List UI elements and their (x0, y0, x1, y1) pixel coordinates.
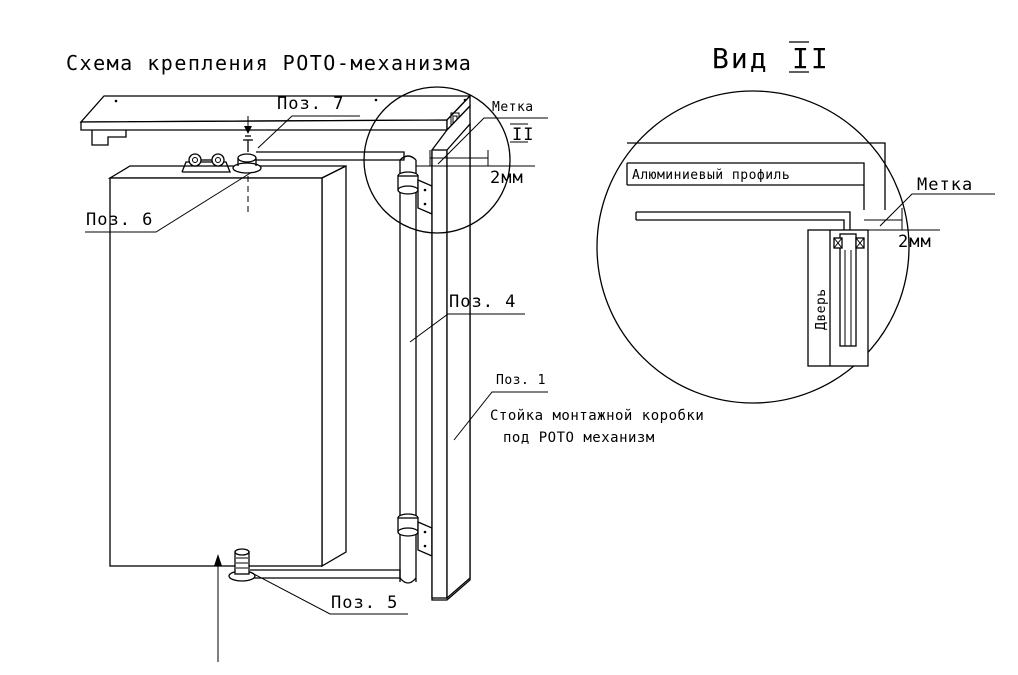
top-bracket-poz6 (181, 153, 262, 174)
detail-arm-inner (636, 219, 845, 230)
top-arm (243, 135, 405, 161)
detail-bushing-left-x2 (833, 237, 843, 249)
view-title: Вид (712, 42, 769, 75)
label-door: Дверь (814, 288, 829, 330)
label-stand-line1: Стойка монтажной коробки (490, 408, 704, 424)
detail-arm (636, 211, 851, 230)
label-metka-main: Метка (492, 100, 534, 115)
diagram-title: Схема крепления РОТО-механизма (66, 51, 472, 75)
detail-view: Алюминиевый профиль Дверь Метка 2мм (596, 90, 995, 404)
bottom-arm-poz5 (228, 548, 417, 584)
label-detail-metka: Метка (917, 175, 973, 195)
label-poz4: Поз. 4 (449, 292, 516, 312)
profile-inner-outline (627, 162, 865, 210)
detail-view-circle (596, 90, 910, 404)
label-poz5: Поз. 5 (331, 593, 398, 613)
label-poz6: Поз. 6 (86, 210, 153, 230)
roto-axis-pole-poz4 (397, 155, 433, 582)
label-metka-numeral: II (512, 125, 534, 145)
label-detail-gap: 2мм (898, 232, 932, 252)
detail-metka-leader (879, 193, 995, 227)
profile-outline (627, 142, 886, 210)
label-poz7: Поз. 7 (277, 94, 344, 114)
door-panel (107, 164, 347, 568)
label-gap-main: 2мм (490, 168, 524, 188)
label-aluminium-profile: Алюминиевый профиль (632, 168, 790, 183)
top-profile (79, 94, 472, 146)
detail-callout-circle (363, 86, 511, 234)
axis-lines (214, 116, 252, 662)
label-poz1: Поз. 1 (496, 373, 546, 388)
detail-door (807, 229, 869, 367)
leader-lines (85, 115, 548, 615)
detail-bushing-right-x2 (855, 237, 865, 249)
gap-marker-main (416, 150, 535, 167)
mounting-stand-poz1 (431, 104, 471, 601)
view-numeral: II (792, 42, 830, 75)
label-stand-line2: под РОТО механизм (503, 430, 655, 446)
detail-pin-housing (839, 233, 857, 347)
